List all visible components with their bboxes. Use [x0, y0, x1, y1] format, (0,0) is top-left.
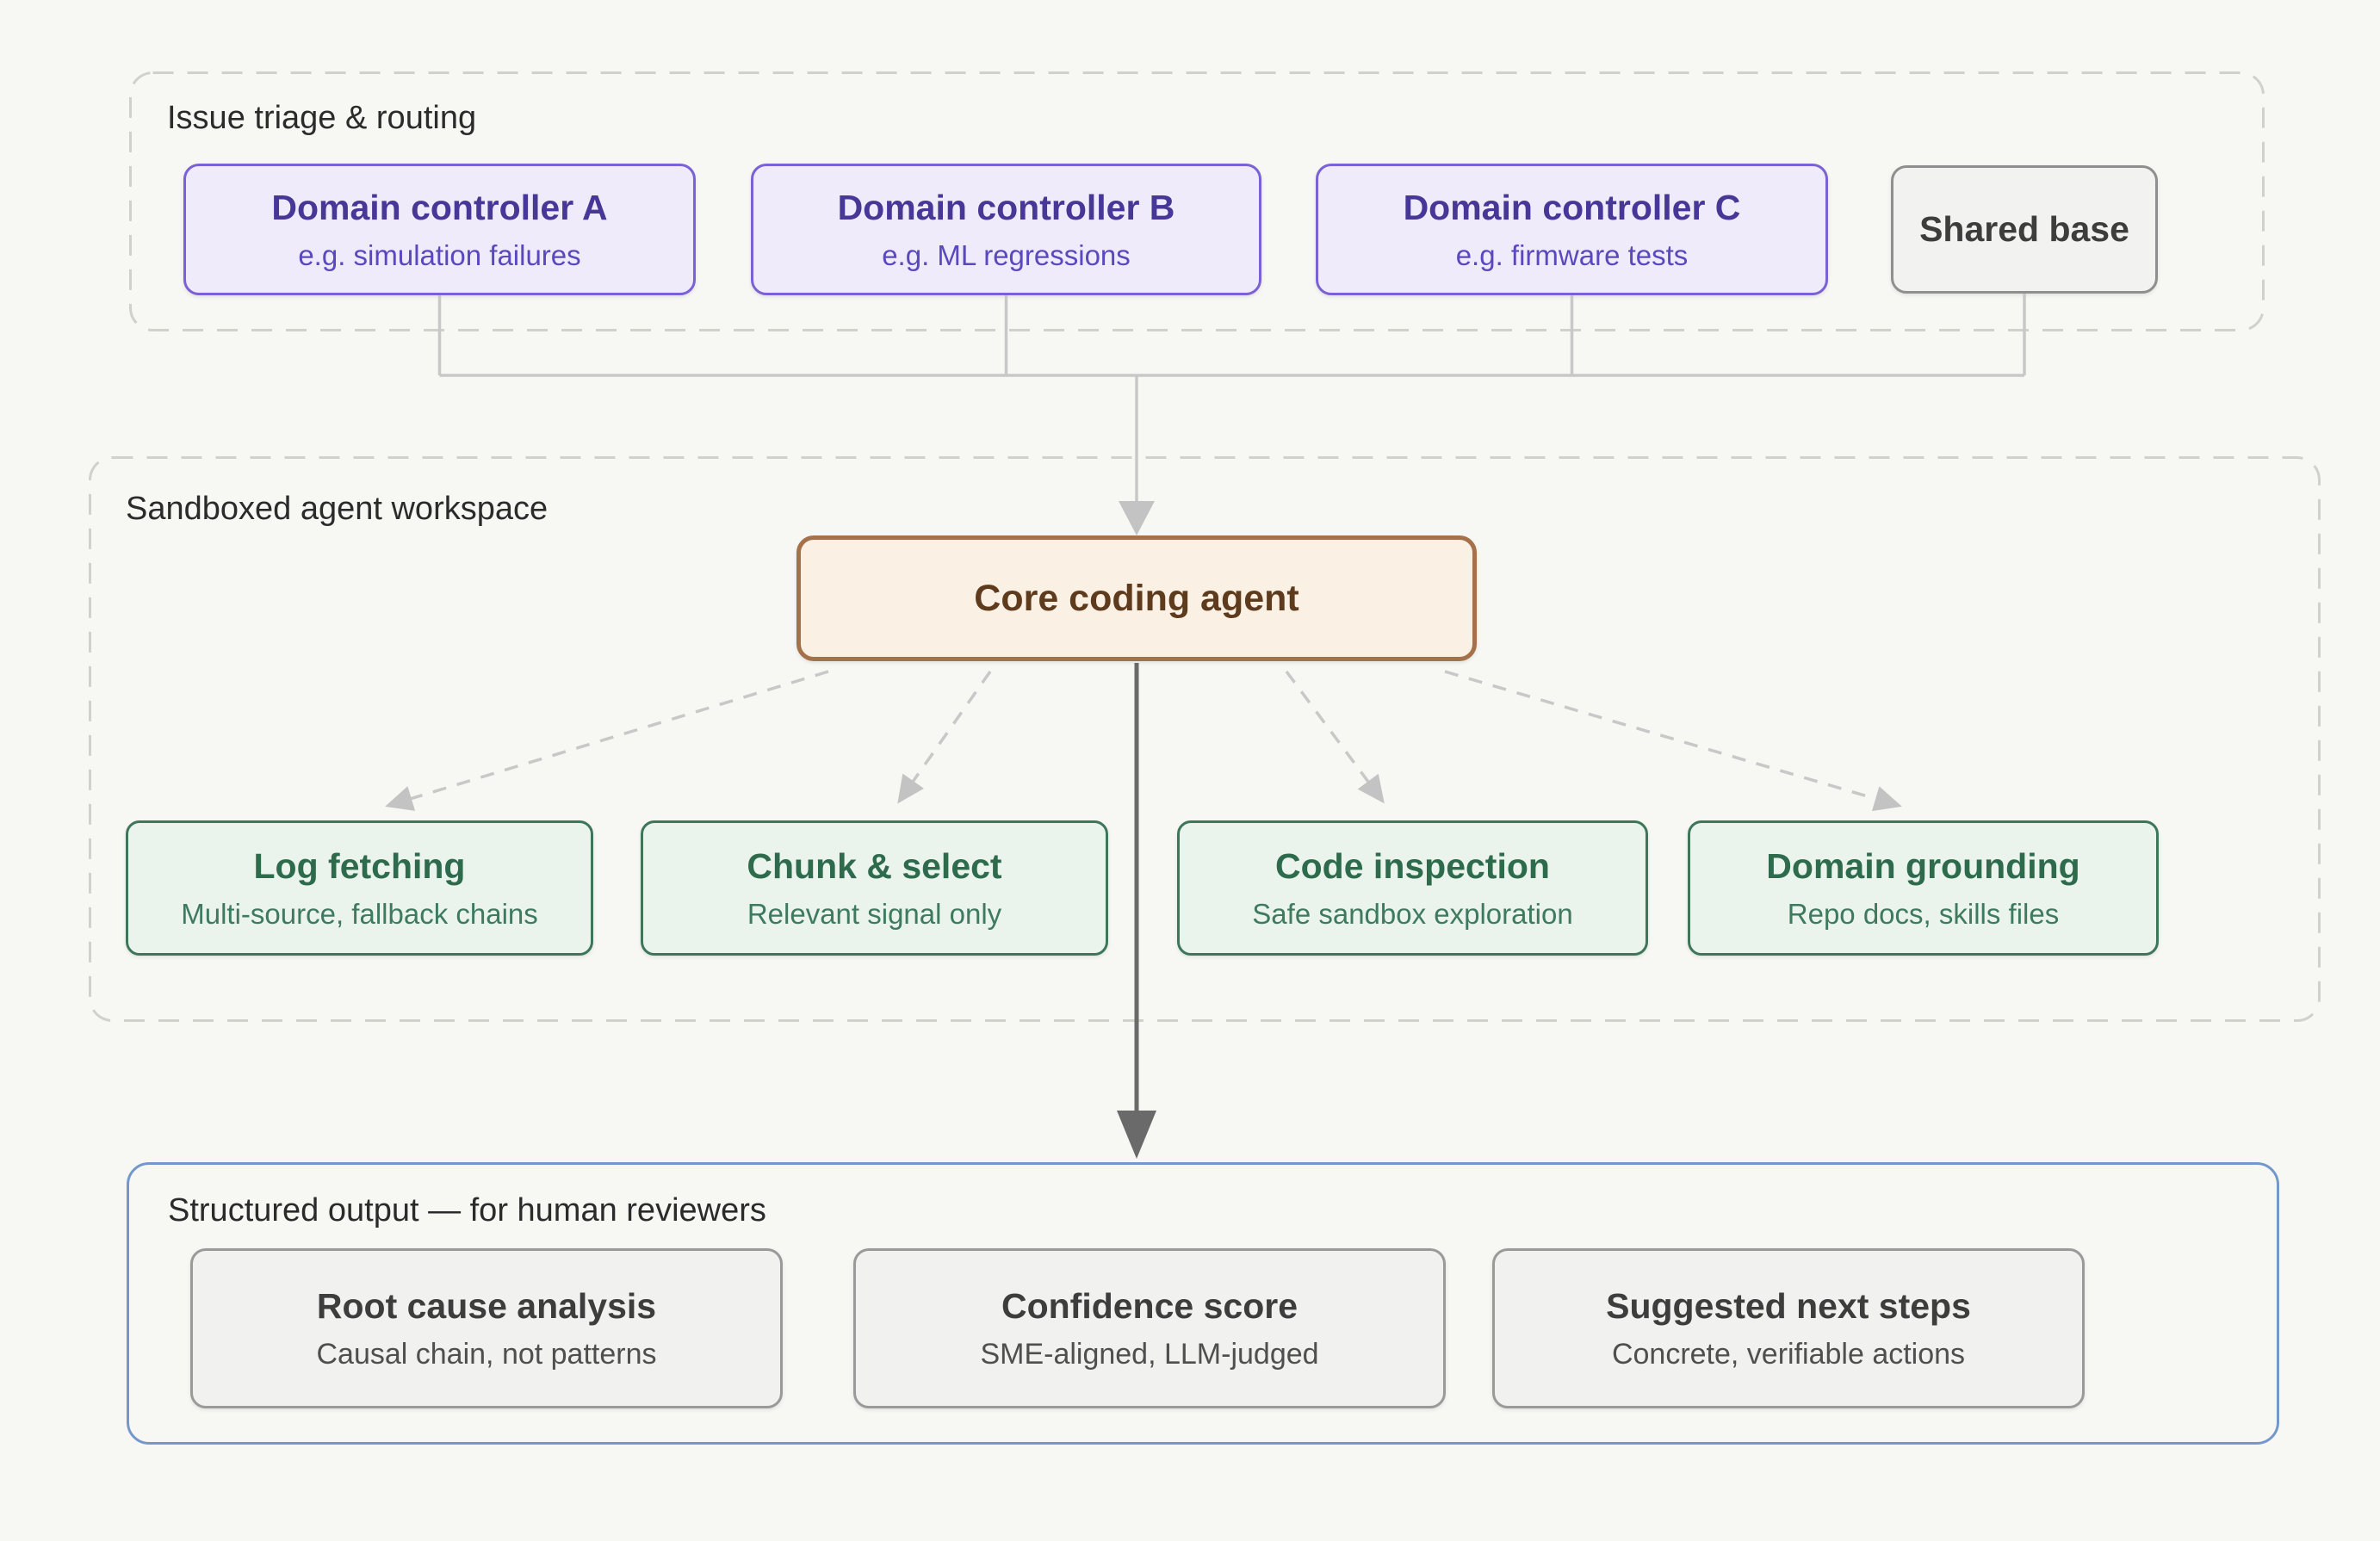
node-subtitle: Multi-source, fallback chains [181, 897, 538, 930]
node-title: Domain controller C [1403, 187, 1741, 227]
node-title: Shared base [1919, 209, 2129, 249]
node-title: Chunk & select [747, 845, 1002, 886]
confidence-score-card: Confidence score SME-aligned, LLM-judged [853, 1248, 1446, 1408]
node-title: Domain controller A [271, 187, 608, 227]
node-title: Root cause analysis [316, 1285, 657, 1326]
workspace-section-label: Sandboxed agent workspace [126, 491, 549, 527]
root-cause-card: Root cause analysis Causal chain, not pa… [190, 1248, 783, 1408]
node-subtitle: e.g. ML regressions [882, 238, 1131, 271]
node-subtitle: Relevant signal only [747, 897, 1002, 930]
workspace-section: Sandboxed agent workspace Core coding ag… [89, 456, 2321, 1022]
node-title: Confidence score [1001, 1285, 1298, 1326]
log-fetching-node: Log fetching Multi-source, fallback chai… [126, 820, 593, 956]
core-to-output-arrow-head [1117, 1111, 1156, 1159]
node-title: Suggested next steps [1606, 1285, 1971, 1326]
code-inspection-node: Code inspection Safe sandbox exploration [1177, 820, 1648, 956]
domain-controller-c-node: Domain controller C e.g. firmware tests [1316, 164, 1828, 295]
chunk-select-node: Chunk & select Relevant signal only [641, 820, 1108, 956]
node-title: Core coding agent [974, 577, 1299, 619]
node-title: Log fetching [253, 845, 466, 886]
triage-section-label: Issue triage & routing [167, 100, 477, 136]
output-section-label: Structured output — for human reviewers [168, 1192, 766, 1228]
domain-grounding-node: Domain grounding Repo docs, skills files [1688, 820, 2159, 956]
node-title: Code inspection [1275, 845, 1550, 886]
output-section: Structured output — for human reviewers … [127, 1162, 2279, 1445]
domain-controller-a-node: Domain controller A e.g. simulation fail… [183, 164, 696, 295]
node-subtitle: Causal chain, not patterns [316, 1337, 657, 1371]
node-subtitle: e.g. firmware tests [1455, 238, 1689, 271]
triage-section: Issue triage & routing Domain controller… [129, 71, 2265, 331]
node-subtitle: Repo docs, skills files [1787, 897, 2060, 930]
node-title: Domain grounding [1766, 845, 2080, 886]
shared-base-node: Shared base [1891, 165, 2158, 294]
node-title: Domain controller B [837, 187, 1175, 227]
node-subtitle: e.g. simulation failures [298, 238, 581, 271]
next-steps-card: Suggested next steps Concrete, verifiabl… [1492, 1248, 2085, 1408]
node-subtitle: Safe sandbox exploration [1252, 897, 1573, 930]
node-subtitle: SME-aligned, LLM-judged [980, 1337, 1319, 1371]
domain-controller-b-node: Domain controller B e.g. ML regressions [751, 164, 1261, 295]
node-subtitle: Concrete, verifiable actions [1611, 1337, 1966, 1371]
core-coding-agent-node: Core coding agent [796, 535, 1477, 661]
